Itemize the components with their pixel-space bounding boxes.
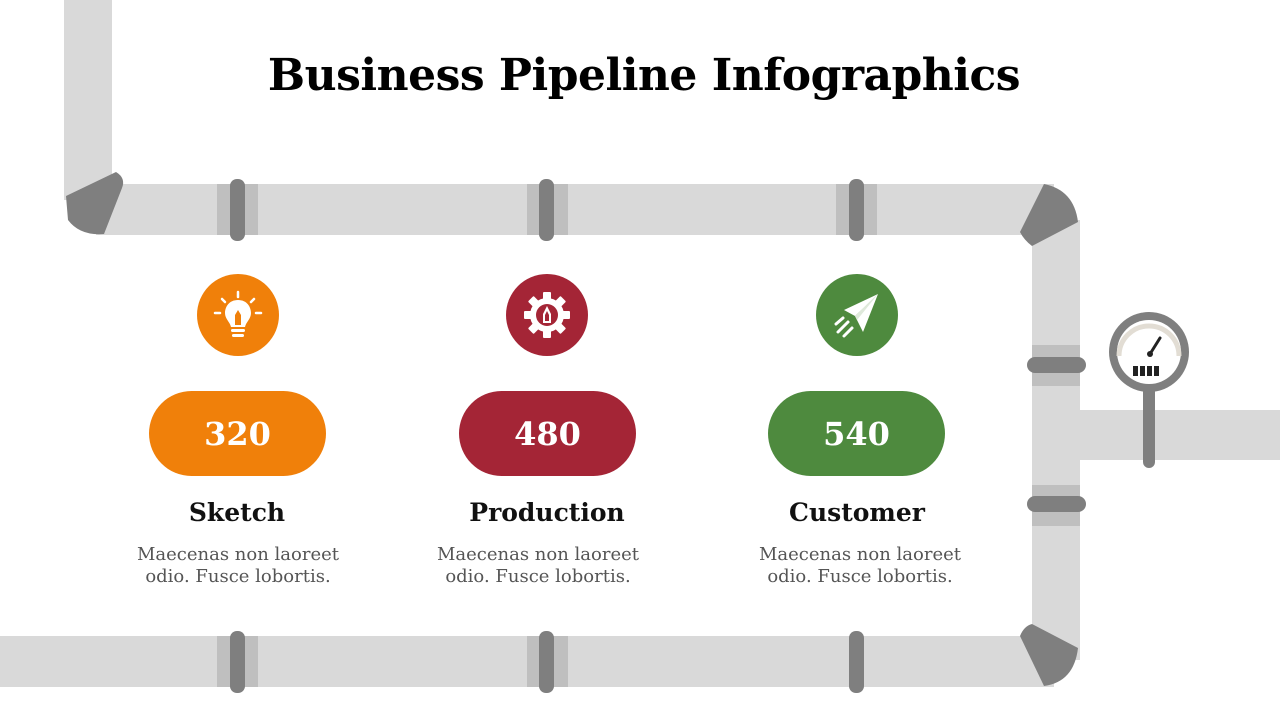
elbow-joint-top-left bbox=[66, 172, 124, 235]
stage-value-production: 480 bbox=[459, 391, 636, 476]
stage-value-sketch: 320 bbox=[149, 391, 326, 476]
paper-plane-icon bbox=[834, 294, 878, 338]
gear-pencil-icon bbox=[524, 292, 570, 338]
stage-name-customer: Customer bbox=[789, 498, 925, 527]
stage-description-sketch: Maecenas non laoreet odio. Fusce loborti… bbox=[136, 544, 340, 587]
lightbulb-icon bbox=[213, 290, 263, 337]
pipe-collars-right bbox=[1027, 345, 1086, 526]
pipe-collars-bottom bbox=[217, 631, 864, 693]
stage-value-customer: 540 bbox=[768, 391, 945, 476]
stage-icon-circle-production bbox=[506, 274, 588, 356]
stage-description-customer: Maecenas non laoreet odio. Fusce loborti… bbox=[758, 544, 962, 587]
pipe-collars-top bbox=[217, 179, 877, 241]
elbow-joint-top-right bbox=[1020, 184, 1078, 246]
stage-icon-circle-sketch bbox=[197, 274, 279, 356]
pipe-left-vertical bbox=[64, 0, 112, 200]
stage-name-production: Production bbox=[469, 498, 625, 527]
pipe-branch bbox=[1080, 410, 1280, 460]
stage-name-sketch: Sketch bbox=[188, 498, 286, 527]
elbow-joint-bottom-right bbox=[1020, 624, 1078, 686]
pipe-right-vertical bbox=[1032, 220, 1080, 660]
page-title: Business Pipeline Infographics bbox=[267, 50, 1021, 101]
stage-description-production: Maecenas non laoreet odio. Fusce loborti… bbox=[436, 544, 640, 587]
pressure-gauge-icon bbox=[1109, 312, 1189, 468]
stage-icon-circle-customer bbox=[816, 274, 898, 356]
